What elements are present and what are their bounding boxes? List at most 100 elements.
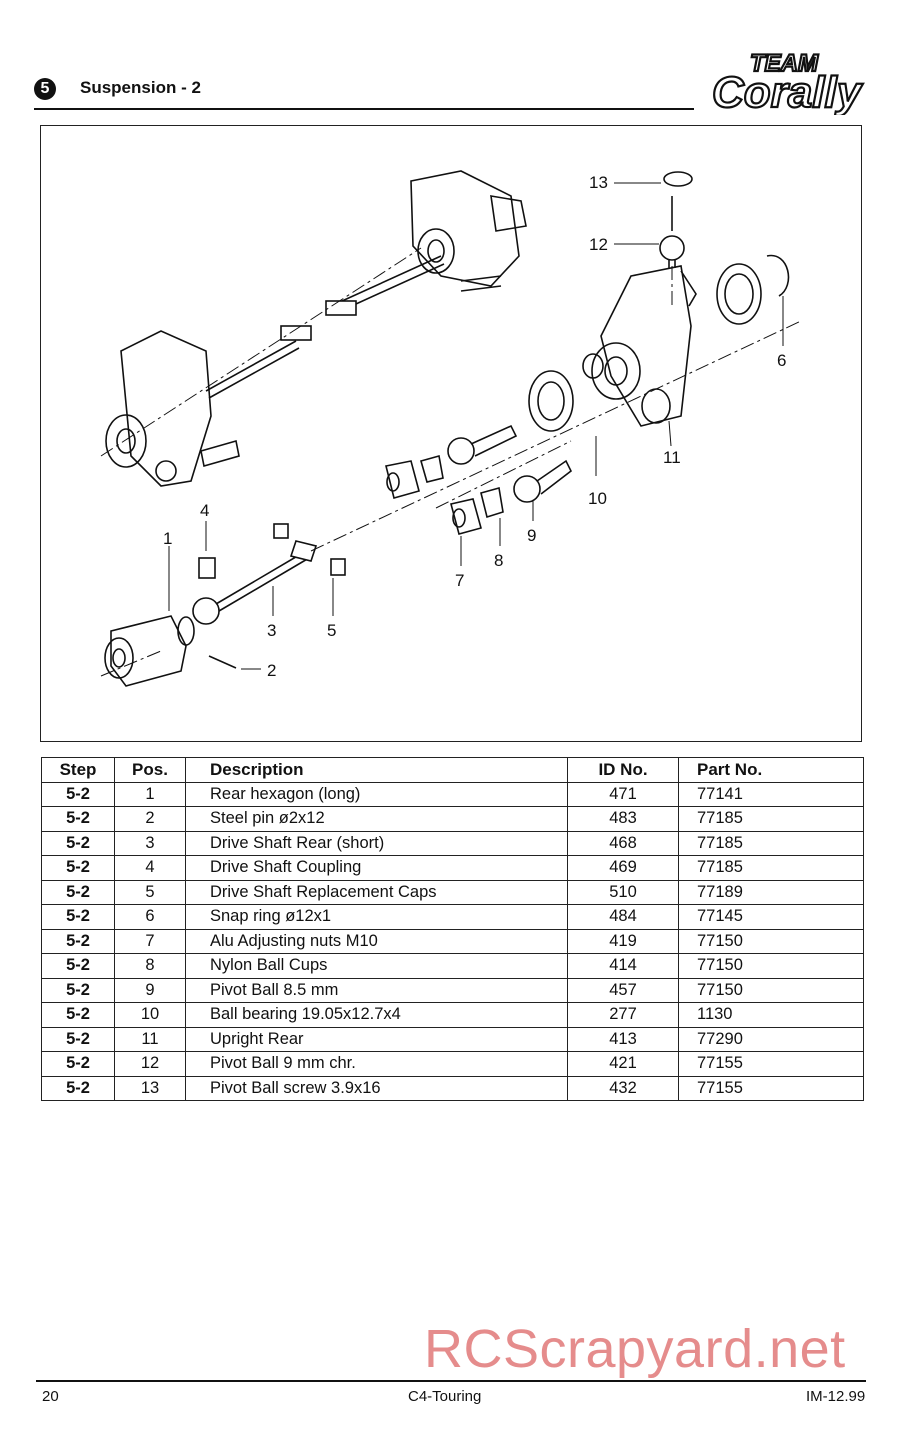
cell-step: 5-2 — [41, 830, 115, 856]
header-divider — [34, 108, 694, 110]
table-header-row: Step Pos. Description ID No. Part No. — [41, 757, 864, 783]
cell-step: 5-2 — [41, 1051, 115, 1077]
column-header-pos: Pos. — [114, 757, 186, 783]
cell-pos: 10 — [114, 1002, 186, 1028]
cell-step: 5-2 — [41, 977, 115, 1003]
cell-desc: Drive Shaft Rear (short) — [185, 830, 568, 856]
cell-partno: 77150 — [678, 928, 864, 954]
callout-9: 9 — [527, 526, 536, 545]
step-number-badge: 5 — [34, 78, 56, 100]
revision-code: IM-12.99 — [806, 1388, 866, 1405]
column-header-id-no: ID No. — [567, 757, 679, 783]
callout-6: 6 — [777, 351, 786, 370]
cell-idno: 421 — [567, 1051, 679, 1077]
cell-step: 5-2 — [41, 1026, 115, 1052]
cell-partno: 77185 — [678, 806, 864, 832]
cell-partno: 77150 — [678, 953, 864, 979]
cell-desc: Pivot Ball screw 3.9x16 — [185, 1075, 568, 1101]
cell-partno: 77141 — [678, 781, 864, 807]
cell-idno: 483 — [567, 806, 679, 832]
page-number: 20 — [42, 1388, 59, 1405]
cell-desc: Nylon Ball Cups — [185, 953, 568, 979]
callout-12: 12 — [589, 235, 608, 254]
cell-desc: Ball bearing 19.05x12.7x4 — [185, 1002, 568, 1028]
cell-idno: 419 — [567, 928, 679, 954]
cell-idno: 414 — [567, 953, 679, 979]
column-header-part-no: Part No. — [678, 757, 864, 783]
footer-divider — [36, 1380, 866, 1382]
cell-pos: 4 — [114, 855, 186, 881]
cell-desc: Pivot Ball 8.5 mm — [185, 977, 568, 1003]
cell-partno: 77185 — [678, 855, 864, 881]
cell-step: 5-2 — [41, 1075, 115, 1101]
cell-idno: 413 — [567, 1026, 679, 1052]
callout-11: 11 — [663, 448, 681, 467]
cell-pos: 7 — [114, 928, 186, 954]
cell-partno: 77155 — [678, 1075, 864, 1101]
cell-idno: 510 — [567, 879, 679, 905]
callout-1: 1 — [163, 529, 172, 548]
callout-8: 8 — [494, 551, 503, 570]
cell-desc: Pivot Ball 9 mm chr. — [185, 1051, 568, 1077]
cell-idno: 468 — [567, 830, 679, 856]
callout-2: 2 — [267, 661, 276, 680]
cell-pos: 11 — [114, 1026, 186, 1052]
cell-idno: 277 — [567, 1002, 679, 1028]
svg-text:Corally: Corally — [712, 68, 864, 115]
cell-idno: 457 — [567, 977, 679, 1003]
callout-4: 4 — [200, 501, 209, 520]
cell-idno: 432 — [567, 1075, 679, 1101]
cell-partno: 77150 — [678, 977, 864, 1003]
cell-pos: 12 — [114, 1051, 186, 1077]
cell-step: 5-2 — [41, 781, 115, 807]
callout-3: 3 — [267, 621, 276, 640]
cell-pos: 3 — [114, 830, 186, 856]
cell-desc: Steel pin ø2x12 — [185, 806, 568, 832]
cell-pos: 1 — [114, 781, 186, 807]
cell-pos: 13 — [114, 1075, 186, 1101]
callout-7: 7 — [455, 571, 464, 590]
callout-10: 10 — [588, 489, 607, 508]
cell-pos: 6 — [114, 904, 186, 930]
callout-13: 13 — [589, 173, 608, 192]
watermark: RCScrapyard.net — [424, 1319, 846, 1379]
cell-idno: 469 — [567, 855, 679, 881]
cell-partno: 77155 — [678, 1051, 864, 1077]
cell-partno: 77290 — [678, 1026, 864, 1052]
cell-step: 5-2 — [41, 1002, 115, 1028]
column-header-description: Description — [185, 757, 568, 783]
cell-desc: Drive Shaft Coupling — [185, 855, 568, 881]
cell-step: 5-2 — [41, 879, 115, 905]
cell-partno: 77185 — [678, 830, 864, 856]
diagram-drawing: 13 12 6 11 10 9 8 7 1 4 3 5 2 — [100, 170, 802, 687]
cell-desc: Alu Adjusting nuts M10 — [185, 928, 568, 954]
cell-pos: 5 — [114, 879, 186, 905]
cell-step: 5-2 — [41, 953, 115, 979]
cell-partno: 77145 — [678, 904, 864, 930]
svg-text:TEAM: TEAM — [750, 50, 819, 77]
cell-desc: Rear hexagon (long) — [185, 781, 568, 807]
page-header: 5 Suspension - 2 TEAM Corally — [34, 49, 874, 115]
cell-step: 5-2 — [41, 904, 115, 930]
cell-idno: 471 — [567, 781, 679, 807]
cell-pos: 8 — [114, 953, 186, 979]
team-corally-logo: TEAM Corally — [711, 49, 865, 115]
cell-step: 5-2 — [41, 855, 115, 881]
cell-desc: Upright Rear — [185, 1026, 568, 1052]
cell-pos: 9 — [114, 977, 186, 1003]
model-name: C4-Touring — [408, 1388, 482, 1405]
cell-idno: 484 — [567, 904, 679, 930]
column-header-step: Step — [41, 757, 115, 783]
cell-step: 5-2 — [41, 928, 115, 954]
parts-table: Step Pos. Description ID No. Part No. 5-… — [41, 757, 864, 1101]
